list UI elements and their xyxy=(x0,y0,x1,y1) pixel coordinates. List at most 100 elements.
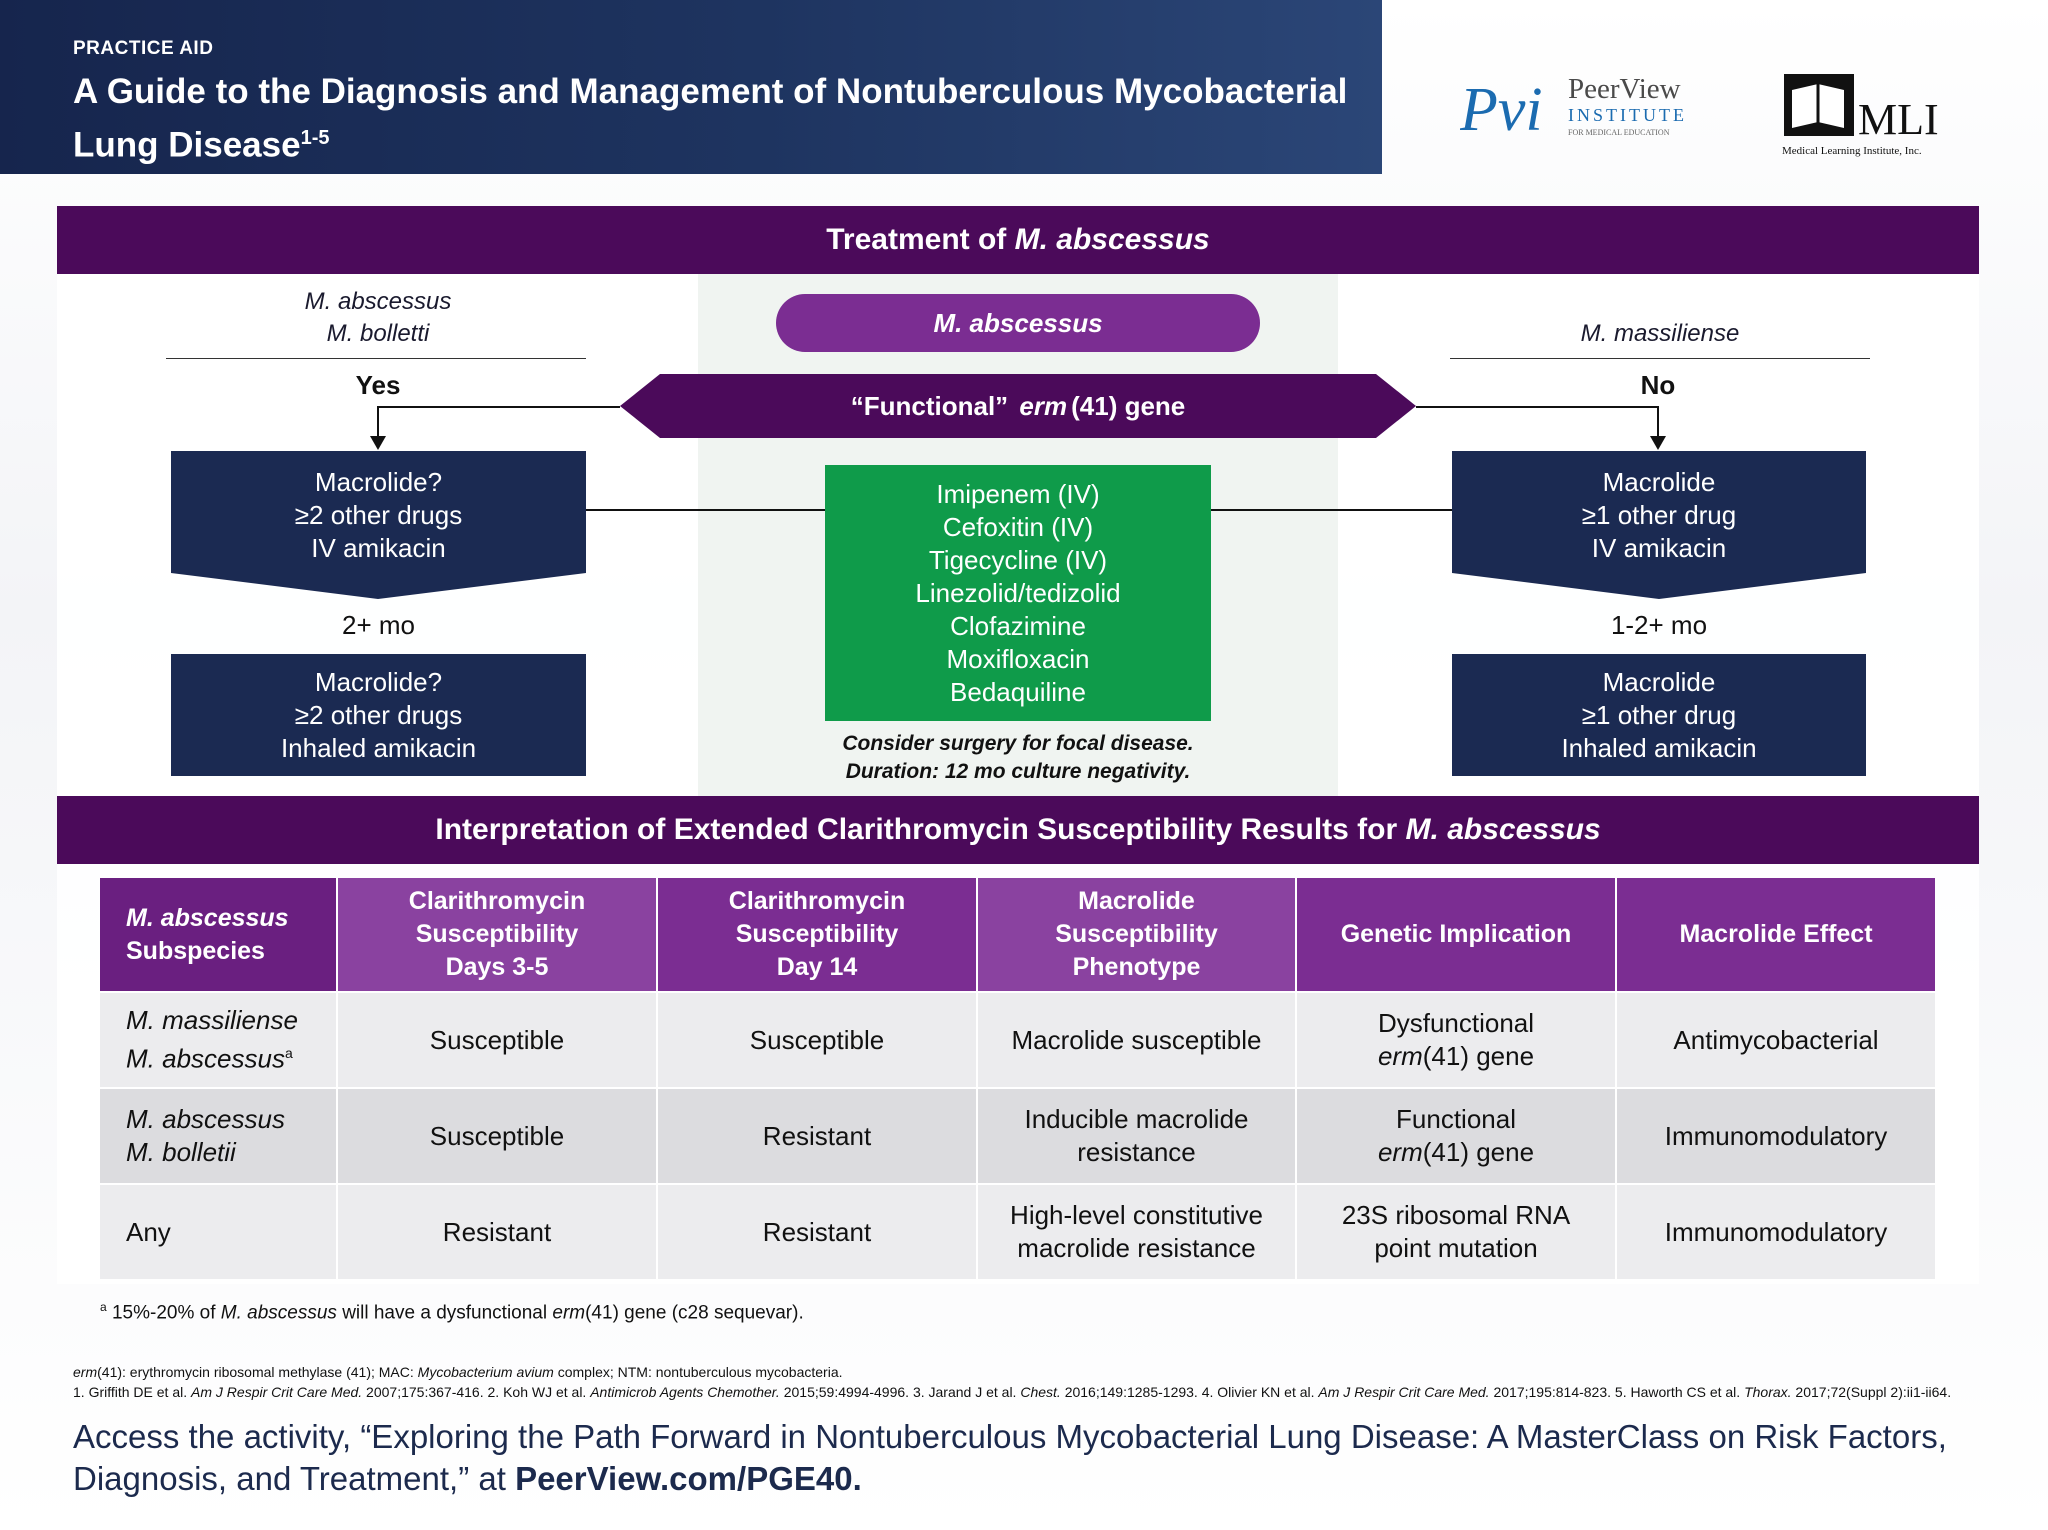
abbrev-italic: Mycobacterium avium xyxy=(417,1364,554,1380)
cell-day-14: Resistant xyxy=(657,1184,978,1280)
genetic-line: Dysfunctional xyxy=(1377,1008,1535,1038)
pvi-institute: INSTITUTE xyxy=(1568,105,1687,125)
cell-days-3-5: Susceptible xyxy=(337,1088,658,1184)
susceptibility-table: M. abscessus Subspecies Clarithromycin S… xyxy=(100,878,1935,1281)
phenotype-line: macrolide resistance xyxy=(1017,1233,1256,1263)
left-box1-line3: IV amikacin xyxy=(311,532,446,563)
yes-label: Yes xyxy=(355,370,401,400)
header-days-3-5: Clarithromycin Susceptibility Days 3-5 xyxy=(337,878,658,992)
ref-journal: Am J Respir Crit Care Med. xyxy=(191,1384,363,1400)
right-box2-line3: Inhaled amikacin xyxy=(1561,732,1757,763)
header-genetic: Genetic Implication xyxy=(1296,878,1617,992)
abbreviations: erm(41): erythromycin ribosomal methylas… xyxy=(73,1364,1973,1380)
references: 1. Griffith DE et al. Am J Respir Crit C… xyxy=(73,1384,1993,1400)
duration-note: Duration: 12 mo culture negativity. xyxy=(845,760,1191,783)
page-title-text: A Guide to the Diagnosis and Management … xyxy=(73,72,1348,165)
practice-aid-label: PRACTICE AID xyxy=(73,38,214,59)
ref-journal: Antimicrob Agents Chemother. xyxy=(590,1384,780,1400)
cell-effect: Immunomodulatory xyxy=(1616,1088,1935,1184)
access-activity: Access the activity, “Exploring the Path… xyxy=(73,1416,1993,1500)
ref-journal: Chest. xyxy=(1020,1384,1061,1400)
surgery-note: Consider surgery for focal disease. xyxy=(842,732,1194,755)
drug-item: Imipenem (IV) xyxy=(936,478,1100,509)
header-line: Day 14 xyxy=(776,953,858,981)
header-line: Susceptibility xyxy=(415,920,579,948)
cell-days-3-5: Susceptible xyxy=(337,992,658,1088)
left-box2-line3: Inhaled amikacin xyxy=(280,732,477,763)
cell-effect: Antimycobacterial xyxy=(1616,992,1935,1088)
left-box1-line2: ≥2 other drugs xyxy=(294,499,463,530)
footnote-marker: a xyxy=(100,1300,107,1314)
right-duration: 1-2+ mo xyxy=(1610,610,1708,640)
table-row: M. abscessus M. bolletii Susceptible Res… xyxy=(100,1088,1935,1184)
cell-days-3-5: Resistant xyxy=(337,1184,658,1280)
interp-band-text: Interpretation of Extended Clarithromyci… xyxy=(435,813,1398,846)
genetic-rest: (41) gene xyxy=(1422,1137,1535,1167)
left-regimen-inhaled: Macrolide? ≥2 other drugs Inhaled amikac… xyxy=(171,654,586,776)
subspecies-line: M. abscessusa xyxy=(126,1037,326,1076)
genetic-line: Functional xyxy=(1396,1104,1516,1134)
footnote-italic: M. abscessus xyxy=(220,1302,337,1324)
footnote-text: will have a dysfunctional xyxy=(336,1302,553,1324)
pvi-sub: FOR MEDICAL EDUCATION xyxy=(1568,128,1670,137)
ref-text: 2016;149:1285-1293. 4. Olivier KN et al. xyxy=(1060,1384,1319,1400)
header-line: Macrolide Effect xyxy=(1679,920,1873,948)
subspecies-line: M. bolletii xyxy=(126,1137,236,1167)
cell-subspecies: Any xyxy=(100,1184,338,1280)
treatment-band-italic: M. abscessus xyxy=(1014,223,1210,256)
activity-link[interactable]: PeerView.com/PGE40. xyxy=(515,1460,862,1497)
treatment-band: Treatment of M. abscessus xyxy=(57,206,1979,274)
left-box1-shape xyxy=(171,451,586,599)
abbrev-text: (41): erythromycin ribosomal methylase (… xyxy=(97,1364,418,1380)
left-divider xyxy=(166,358,586,359)
right-divider xyxy=(1450,358,1870,359)
phenotype-line: Inducible macrolide xyxy=(1024,1104,1249,1134)
title-superscript: 1-5 xyxy=(300,127,330,149)
ref-text: 2007;175:367-416. 2. Koh WJ et al. xyxy=(362,1384,591,1400)
left-regimen-iv: Macrolide? ≥2 other drugs IV amikacin xyxy=(171,465,586,565)
subspecies-text: M. abscessus xyxy=(126,1043,285,1074)
functional-gene-label: “Functional” erm(41) gene xyxy=(620,374,1416,438)
right-box1-line3: IV amikacin xyxy=(1591,532,1727,563)
treatment-band-text: Treatment of xyxy=(826,223,1007,256)
gene-erm: erm xyxy=(1019,390,1068,421)
drug-item: Linezolid/tedizolid xyxy=(915,577,1121,608)
cell-genetic: Dysfunctional erm(41) gene xyxy=(1296,992,1617,1088)
genetic-line: 23S ribosomal RNA xyxy=(1341,1200,1571,1230)
header-day-14: Clarithromycin Susceptibility Day 14 xyxy=(657,878,978,992)
abscessus-pill: M. abscessus xyxy=(776,294,1260,352)
cell-day-14: Resistant xyxy=(657,1088,978,1184)
ref-text: 2017;195:814-823. 5. Haworth CS et al. xyxy=(1489,1384,1745,1400)
left-box1-line1: Macrolide? xyxy=(314,466,443,497)
subspecies-line: M. massiliense xyxy=(126,1005,298,1036)
right-box2-line1: Macrolide xyxy=(1602,666,1716,697)
genetic-erm: erm xyxy=(1377,1041,1423,1071)
right-box1-line2: ≥1 other drug xyxy=(1581,499,1737,530)
access-text: Access the activity, “Exploring the Path… xyxy=(73,1418,1947,1497)
phenotype-line: resistance xyxy=(1077,1137,1196,1167)
header-line: Clarithromycin xyxy=(728,887,906,915)
mli-mark: MLI xyxy=(1858,95,1939,144)
left-subspecies-1: M. abscessus xyxy=(304,288,452,315)
genetic-erm: erm xyxy=(1377,1137,1423,1167)
drug-item: Clofazimine xyxy=(950,610,1086,641)
table-row: Any Resistant Resistant High-level const… xyxy=(100,1184,1935,1280)
footnote-italic: erm xyxy=(552,1302,586,1324)
ref-text: 2015;59:4994-4996. 3. Jarand J et al. xyxy=(779,1384,1021,1400)
header-banner: PRACTICE AID A Guide to the Diagnosis an… xyxy=(0,0,1382,174)
header-line: Macrolide xyxy=(1078,887,1195,915)
cell-genetic: Functional erm(41) gene xyxy=(1296,1088,1617,1184)
header-phenotype: Macrolide Susceptibility Phenotype xyxy=(977,878,1297,992)
footnote-text: 15%-20% of xyxy=(106,1302,221,1324)
drug-item: Cefoxitin (IV) xyxy=(942,511,1094,542)
ref-text: 2017;72(Suppl 2):ii1-ii64. xyxy=(1791,1384,1952,1400)
cell-day-14: Susceptible xyxy=(657,992,978,1088)
right-box1-shape xyxy=(1452,451,1866,599)
header-line: Genetic Implication xyxy=(1340,920,1572,948)
ref-text: 1. Griffith DE et al. xyxy=(73,1384,192,1400)
cell-phenotype: Inducible macrolide resistance xyxy=(977,1088,1297,1184)
cell-phenotype: High-level constitutive macrolide resist… xyxy=(977,1184,1297,1280)
left-box2-line1: Macrolide? xyxy=(314,666,443,697)
header-line: Phenotype xyxy=(1072,953,1201,981)
abbrev-italic: erm xyxy=(73,1364,98,1380)
